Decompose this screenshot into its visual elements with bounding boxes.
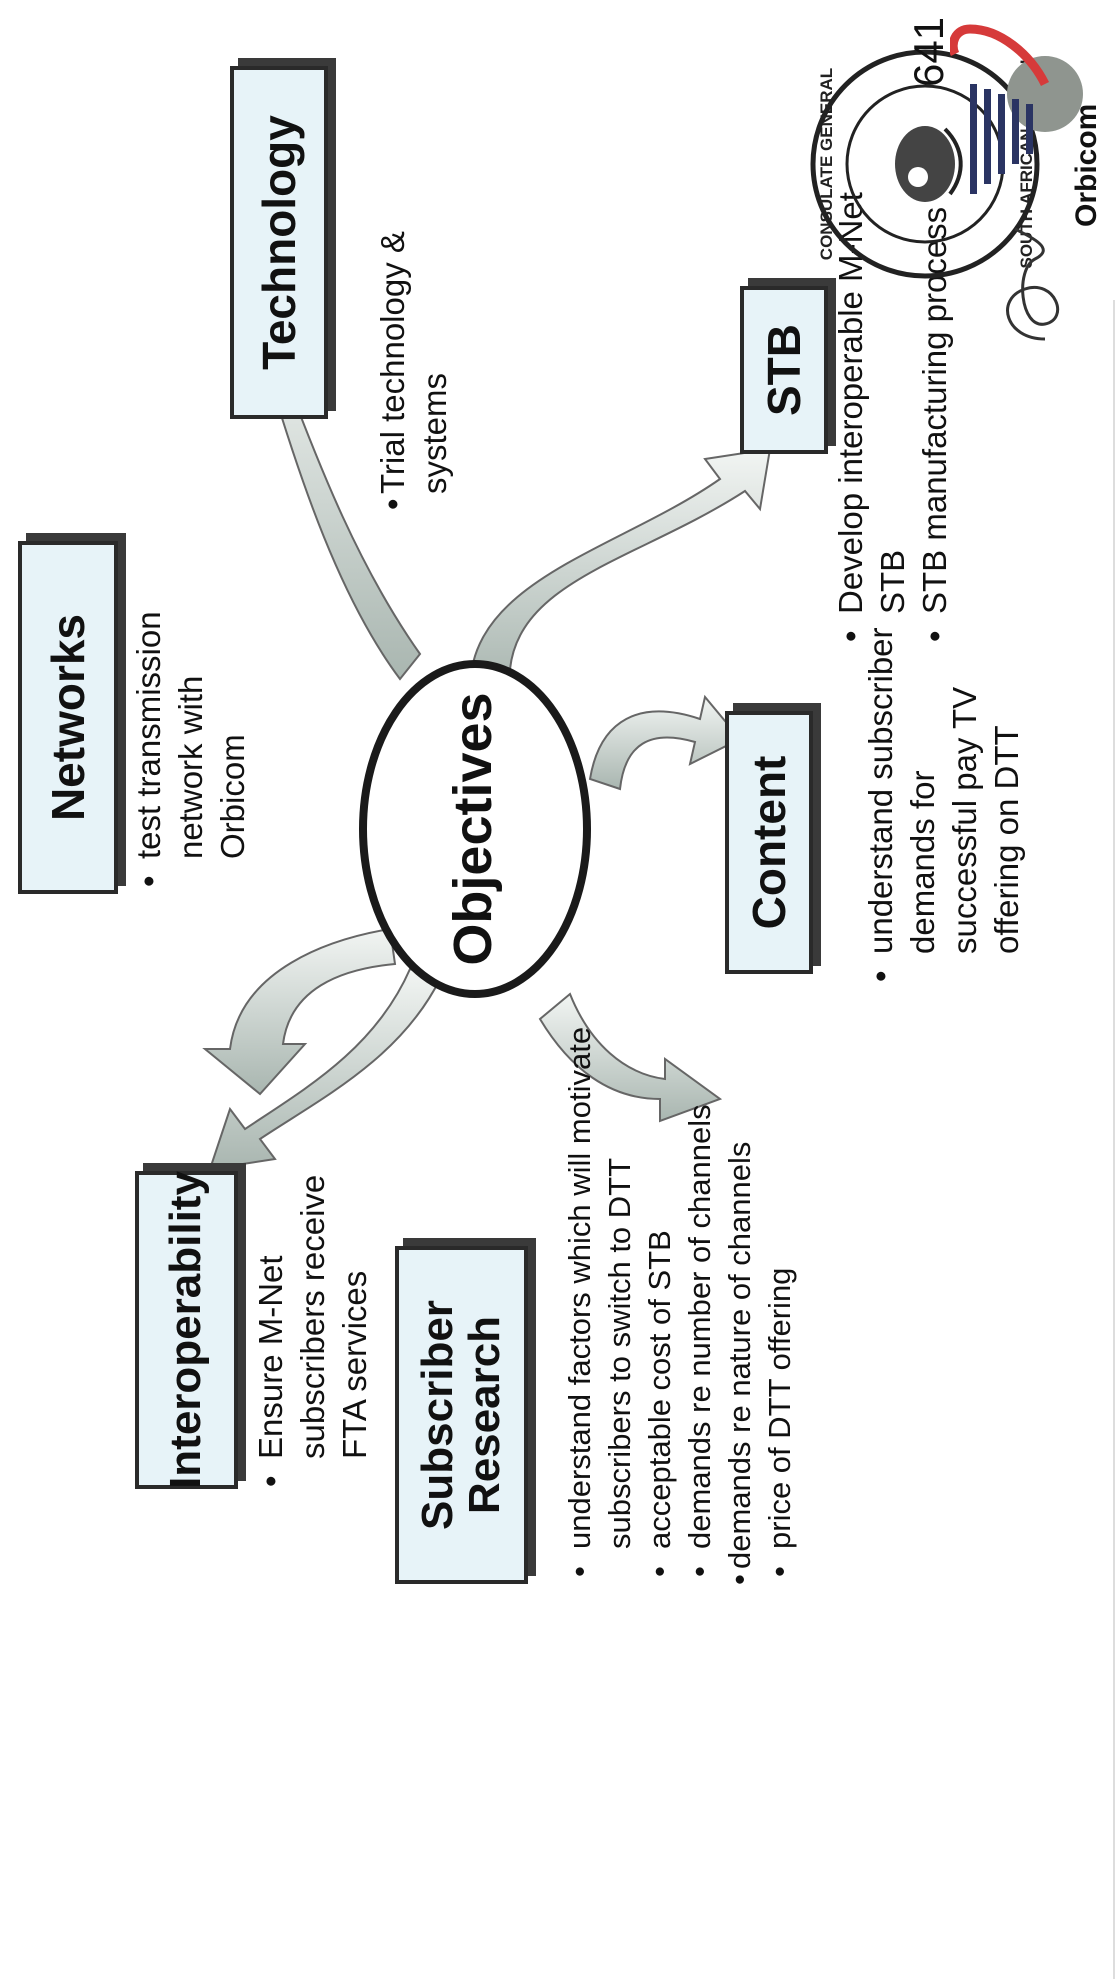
technology-text: •Trial technology & systems — [374, 231, 453, 510]
arrow-to-subscriber-research — [538, 992, 723, 1123]
networks-box: Networks — [18, 541, 118, 894]
svg-text:CONSULATE GENERAL: CONSULATE GENERAL — [817, 68, 836, 260]
subscriber-research-bullet-3: demands re number of channels — [682, 1104, 717, 1549]
center-label: Objectives — [443, 692, 503, 966]
networks-title: Networks — [41, 613, 94, 822]
arrow-to-interoperability — [208, 967, 442, 1171]
content-bullet: understand subscriber demands for succes… — [862, 627, 1025, 954]
networks-bullet: test transmission network with Orbicom — [130, 611, 251, 859]
subscriber-research-text: •understand factors which will motivate … — [562, 1026, 797, 1585]
networks-text: •test transmission network with Orbicom — [130, 611, 251, 887]
stb-box: STB — [740, 286, 828, 454]
interoperability-text: •Ensure M-Net subscribers receive FTA se… — [252, 1174, 373, 1487]
page-number: 641 — [905, 16, 952, 87]
subscriber-research-bullet-2: acceptable cost of STB — [642, 1230, 677, 1549]
arrow-to-networks — [202, 927, 397, 1096]
interoperability-bullet: Ensure M-Net subscribers receive FTA ser… — [252, 1174, 373, 1459]
subscriber-research-title-2: Research — [459, 1315, 509, 1515]
orbicom-wordmark: Orbicom — [1070, 103, 1103, 227]
subscriber-research-bullet-5: price of DTT offering — [762, 1267, 797, 1549]
technology-box: Technology — [230, 66, 328, 419]
subscriber-research-box: Subscriber Research — [395, 1246, 528, 1584]
subscriber-research-bullet-4: demands re nature of channels — [722, 1141, 757, 1569]
content-box: Content — [725, 711, 813, 974]
orbicom-logo-icon — [950, 24, 1083, 194]
content-title: Content — [742, 755, 795, 930]
stb-title: STB — [757, 324, 810, 416]
content-text: •understand subscriber demands for succe… — [862, 627, 1025, 982]
objectives-oval — [359, 660, 591, 998]
signature-icon — [1006, 227, 1059, 341]
technology-title: Technology — [252, 115, 305, 370]
arrow-to-stb — [468, 447, 772, 691]
subscriber-research-bullet-1: understand factors which will motivate s… — [562, 1026, 637, 1549]
interoperability-box: Interoperability — [135, 1171, 238, 1489]
arrow-to-content — [588, 694, 742, 791]
interoperability-title: Interoperability — [161, 1171, 211, 1489]
technology-bullet: Trial technology & systems — [374, 231, 453, 494]
subscriber-research-title-1: Subscriber — [413, 1300, 463, 1530]
